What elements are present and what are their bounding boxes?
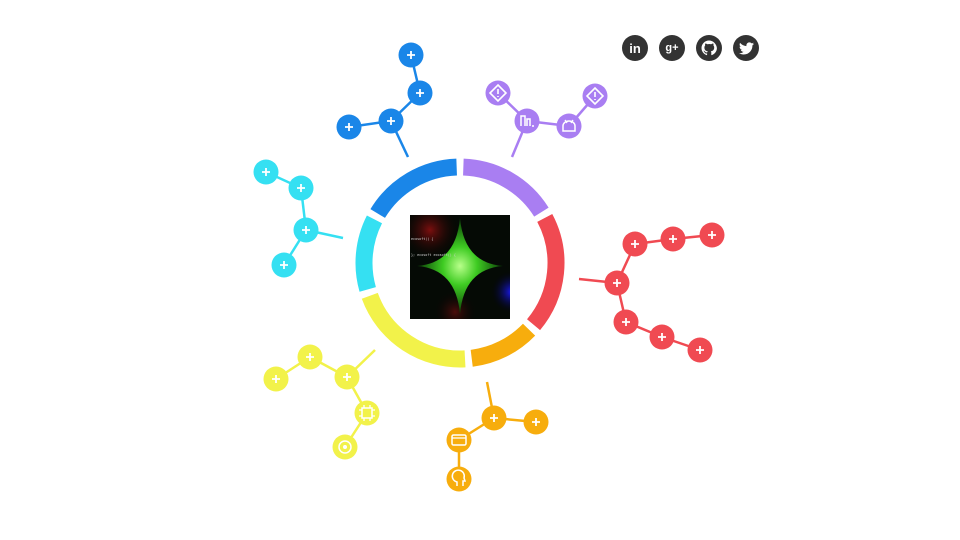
chip-icon <box>359 405 375 421</box>
plus-icon <box>708 231 716 239</box>
plus-icon <box>280 261 288 269</box>
blue-node[interactable] <box>378 108 404 134</box>
red-node[interactable] <box>613 309 639 335</box>
linkedin-label: in <box>629 40 641 56</box>
ring-segment-cyan[interactable] <box>355 215 383 292</box>
ring-segment-purple[interactable] <box>462 158 549 217</box>
cyan-node[interactable] <box>288 175 314 201</box>
yellow-node[interactable] <box>263 366 289 392</box>
orange-node[interactable] <box>446 466 472 492</box>
plus-icon <box>306 353 314 361</box>
plus-icon <box>297 184 305 192</box>
google-plus-label: g+ <box>665 42 679 54</box>
plus-icon <box>490 414 498 422</box>
ring-segment-orange[interactable] <box>470 323 536 367</box>
red-glow <box>410 215 460 260</box>
plus-icon <box>658 333 666 341</box>
cyan-node[interactable] <box>271 252 297 278</box>
github-icon[interactable] <box>696 35 722 61</box>
purple-node[interactable] <box>514 108 540 134</box>
purple-node[interactable] <box>582 83 608 109</box>
blue-glow <box>490 270 510 314</box>
yellow-node[interactable] <box>332 434 358 460</box>
plus-icon <box>387 117 395 125</box>
linkedin-icon[interactable]: in <box>622 35 648 61</box>
ring-segment-yellow[interactable] <box>361 292 466 368</box>
plus-icon <box>622 318 630 326</box>
plus-icon <box>272 375 280 383</box>
blue-node[interactable] <box>336 114 362 140</box>
terminal-line-1: ecosoft() { <box>411 237 433 241</box>
alert-icon <box>488 83 508 103</box>
cyan-node[interactable] <box>253 159 279 185</box>
center-logo-image[interactable]: ecosoft() { }; ecosoft ecosoft() { <box>400 200 534 334</box>
plus-icon <box>631 240 639 248</box>
yellow-node[interactable] <box>297 344 323 370</box>
target-icon <box>338 440 352 454</box>
plus-icon <box>696 346 704 354</box>
red-node[interactable] <box>622 231 648 257</box>
orange-node[interactable] <box>446 427 472 453</box>
plus-icon <box>345 123 353 131</box>
blue-node[interactable] <box>398 42 424 68</box>
yellow-node[interactable] <box>354 400 380 426</box>
ring-segment-blue[interactable] <box>370 158 458 219</box>
plus-icon <box>302 226 310 234</box>
red-node[interactable] <box>649 324 675 350</box>
red-node[interactable] <box>604 270 630 296</box>
blue-node[interactable] <box>407 80 433 106</box>
red-glow-bottom <box>433 290 477 319</box>
star-shape <box>417 218 503 314</box>
red-node[interactable] <box>699 222 725 248</box>
purple-node[interactable] <box>485 80 511 106</box>
twitter-icon[interactable] <box>733 35 759 61</box>
plus-icon <box>532 418 540 426</box>
yellow-node[interactable] <box>334 364 360 390</box>
center-ring <box>355 158 565 368</box>
chart-icon <box>520 115 534 127</box>
terminal-line-2: }; ecosoft ecosoft() { <box>411 253 456 257</box>
graph-nodes <box>253 42 725 492</box>
plus-icon <box>407 51 415 59</box>
head-icon <box>451 469 467 486</box>
browser-icon <box>451 434 467 446</box>
plus-icon <box>613 279 621 287</box>
alert-icon <box>585 86 605 106</box>
plus-icon <box>416 89 424 97</box>
red-node[interactable] <box>660 226 686 252</box>
social-links: in g+ <box>622 35 759 61</box>
plus-icon <box>262 168 270 176</box>
plus-icon <box>343 373 351 381</box>
google-plus-icon[interactable]: g+ <box>659 35 685 61</box>
android-icon <box>562 119 576 132</box>
purple-node[interactable] <box>556 113 582 139</box>
plus-icon <box>669 235 677 243</box>
orange-node[interactable] <box>523 409 549 435</box>
cyan-node[interactable] <box>293 217 319 243</box>
orange-node[interactable] <box>481 405 507 431</box>
ring-segment-red[interactable] <box>526 213 565 331</box>
red-node[interactable] <box>687 337 713 363</box>
